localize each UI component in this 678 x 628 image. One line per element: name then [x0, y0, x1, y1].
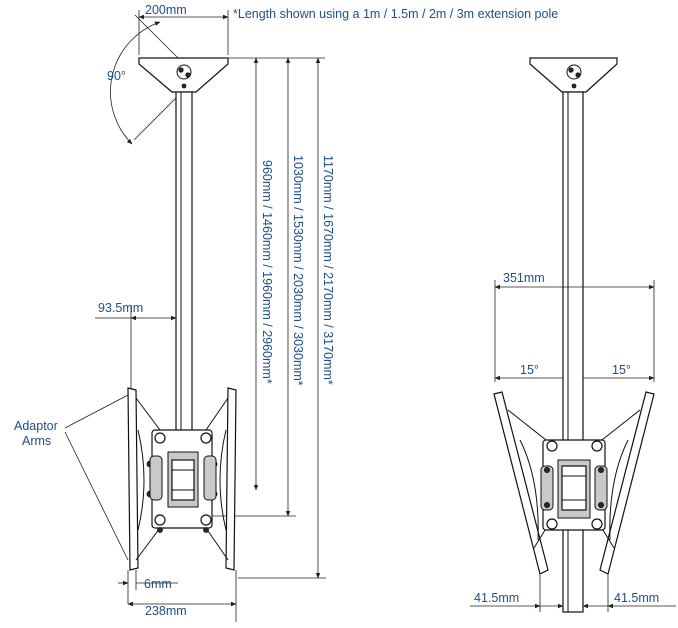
side-view: 351mm 15° 15° [470, 57, 676, 613]
side-arm-left [493, 391, 549, 575]
adaptor-arm-left [127, 387, 139, 571]
adaptor-label-line2: Arms [22, 434, 51, 448]
side-ceiling-plate [529, 57, 618, 93]
adaptor-arm-right [225, 387, 237, 571]
length-label-2: 1030mm / 1530mm / 2030mm / 3030mm* [291, 155, 305, 386]
length-label-1: 960mm / 1460mm / 1960mm / 2960mm* [260, 160, 274, 384]
tilt-right-label: 15° [612, 363, 631, 377]
side-extension-pole [562, 91, 584, 613]
plate-pivot [176, 64, 192, 80]
thickness-label: 6mm [144, 577, 172, 591]
bottom-width-label: 238mm [145, 604, 187, 618]
angle-arc [110, 21, 161, 145]
length-label-3: 1170mm / 1670mm / 2170mm / 3170mm* [321, 155, 335, 385]
offset-left-label: 41.5mm [474, 591, 519, 605]
tilt-left-label: 15° [520, 363, 539, 377]
arm-offset-label: 93.5mm [98, 301, 143, 315]
side-arm-right [599, 391, 655, 575]
angle-label: 90° [107, 69, 126, 83]
front-view: 200mm 90° 960mm / 1460mm / 1960mm / 2960… [14, 3, 335, 622]
offset-right-label: 41.5mm [614, 591, 659, 605]
top-width-label: 200mm [145, 3, 187, 17]
tilt-width-label: 351mm [503, 271, 545, 285]
extension-pole [175, 91, 193, 433]
extension-pole-note: *Length shown using a 1m / 1.5m / 2m / 3… [233, 7, 558, 21]
adaptor-label-line1: Adaptor [14, 419, 58, 433]
